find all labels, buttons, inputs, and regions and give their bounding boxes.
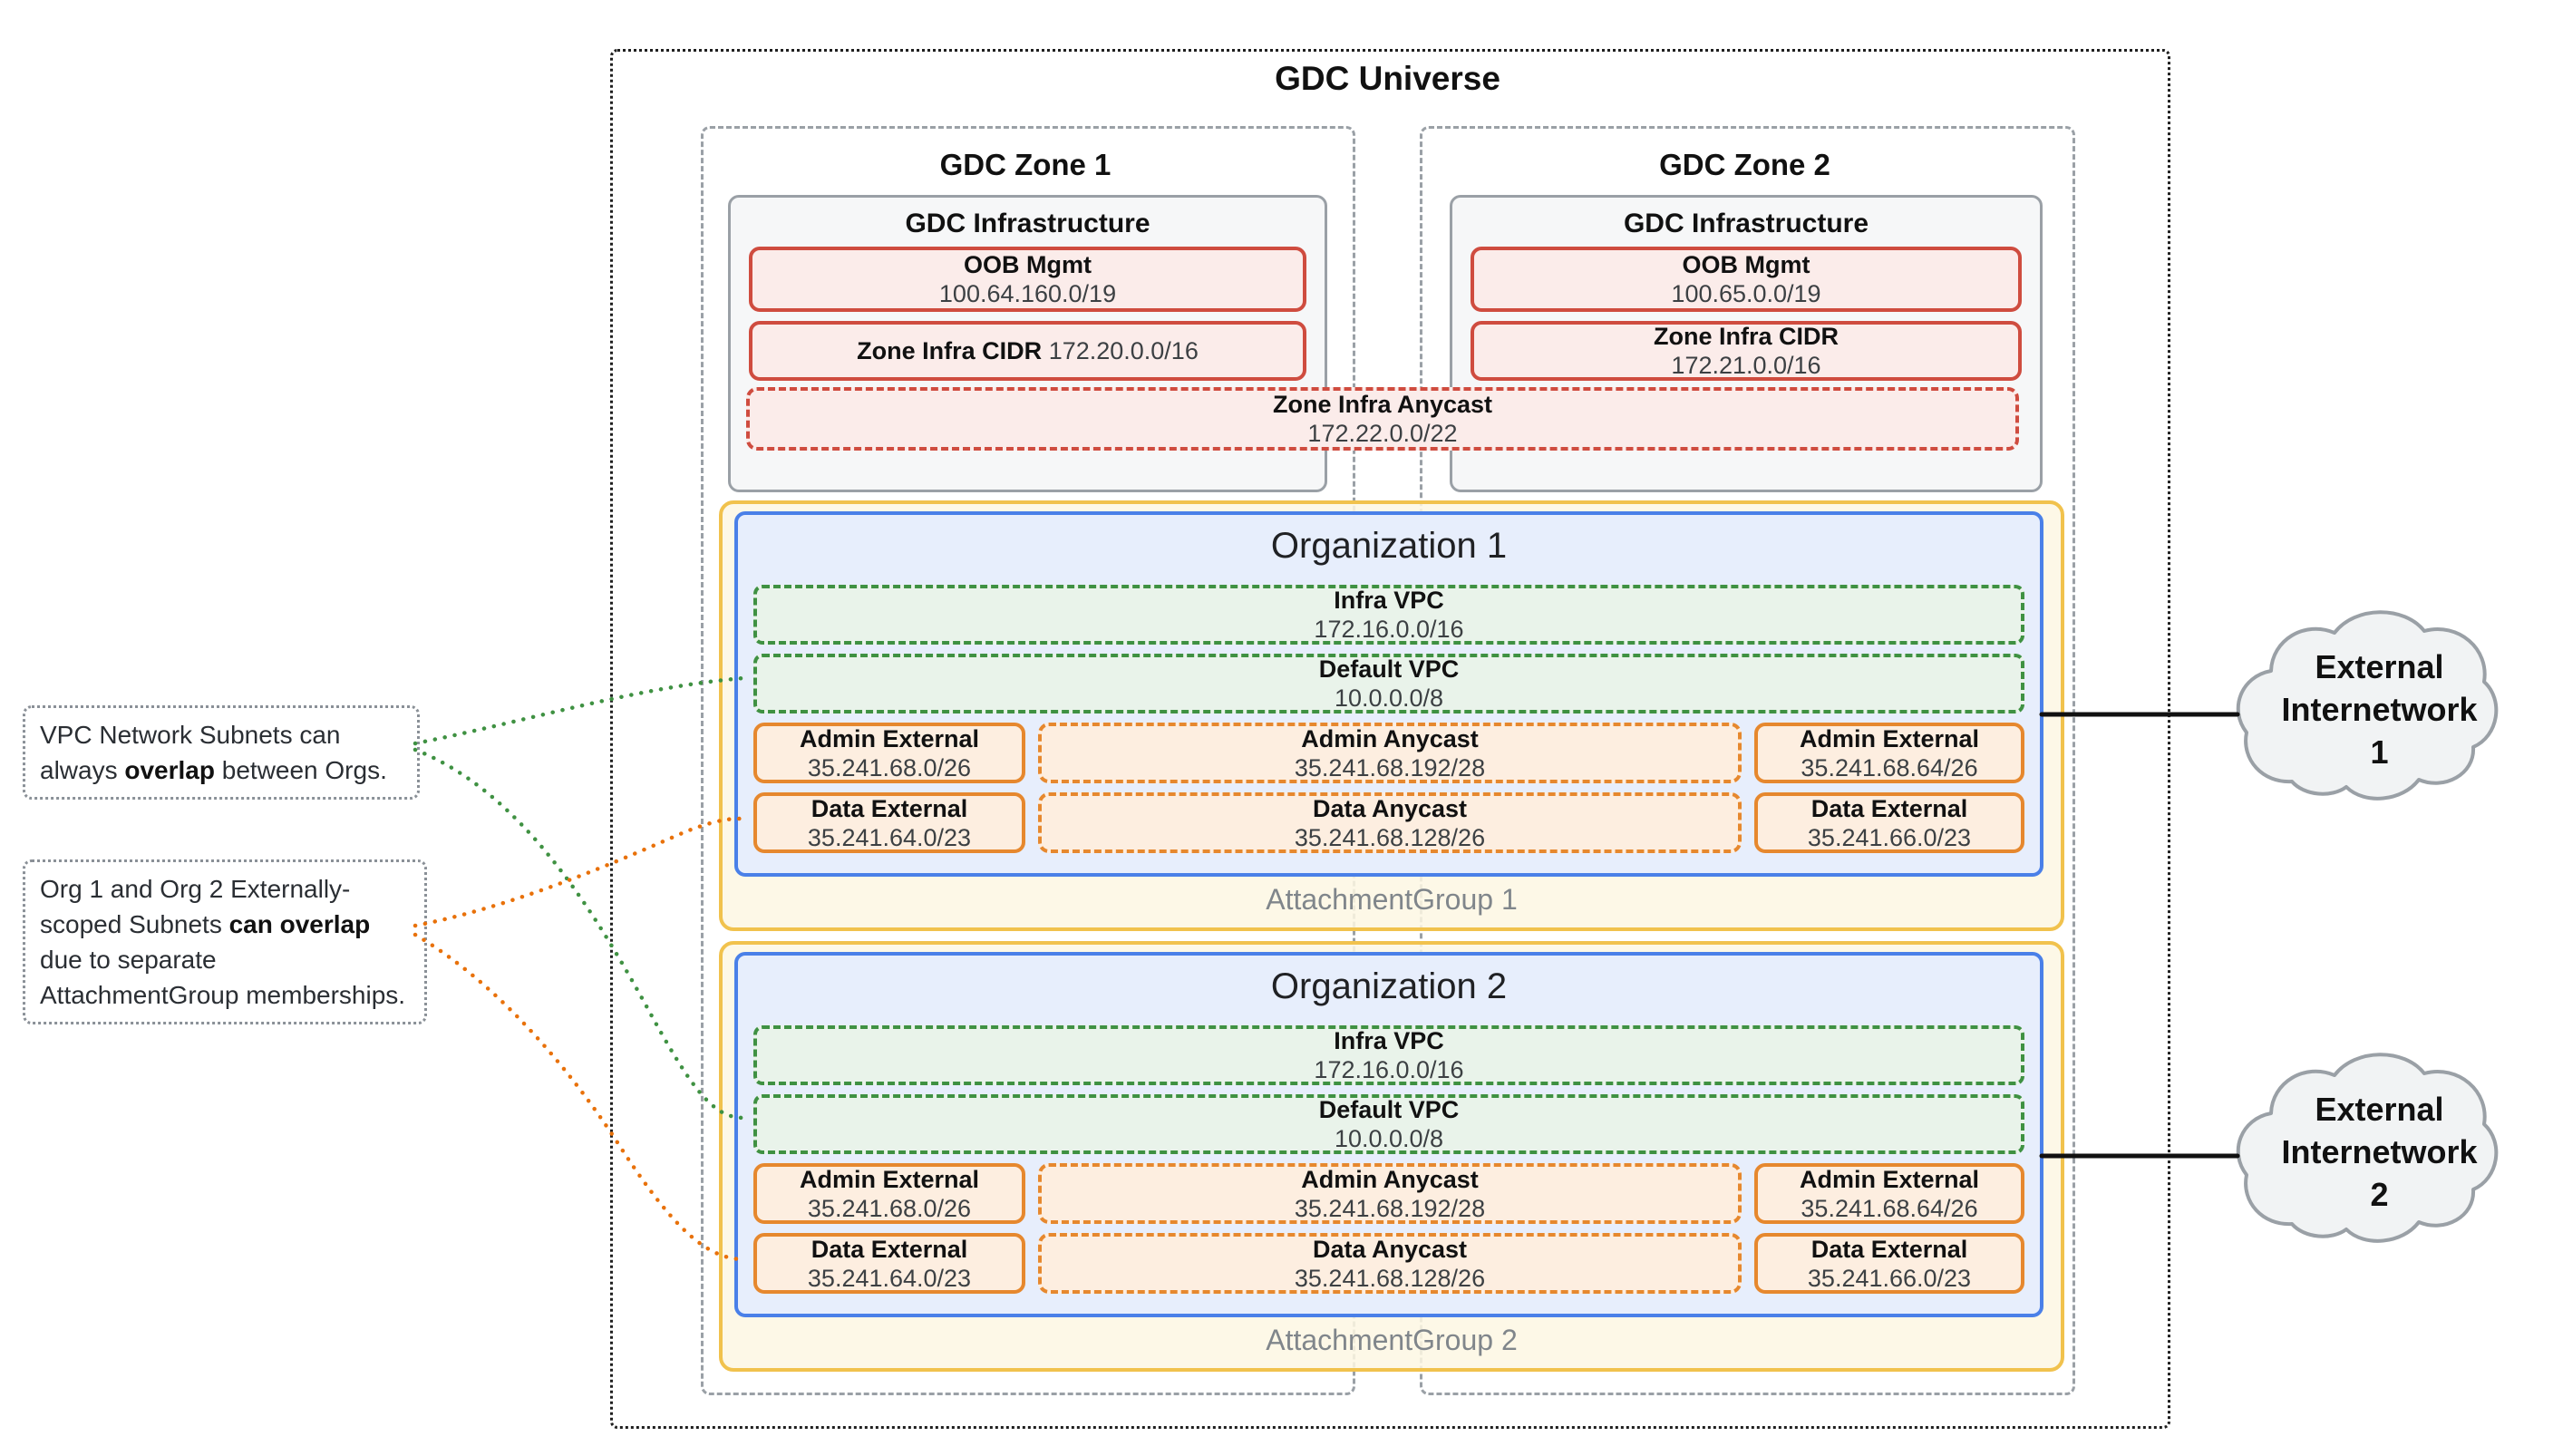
- organization-1-title: Organization 1: [1270, 526, 1508, 566]
- data-anycast-box: Data Anycast 35.241.68.128/26: [1038, 1233, 1742, 1294]
- subnet-label: Admin Anycast: [1301, 724, 1479, 752]
- default-vpc-label: Default VPC: [1318, 1096, 1460, 1123]
- external-internetwork-1: External Internetwork 1: [2228, 600, 2505, 818]
- zone-infra-anycast-label: Zone Infra Anycast: [1272, 391, 1493, 418]
- subnet-label: Data External: [811, 794, 968, 822]
- subnet-label: Data External: [1810, 1235, 1968, 1263]
- data-anycast-box: Data Anycast 35.241.68.128/26: [1038, 792, 1742, 853]
- default-vpc-cidr: 10.0.0.0/8: [1334, 1125, 1444, 1152]
- attachment-group-2: Organization 2 Infra VPC 172.16.0.0/16 D…: [719, 941, 2064, 1372]
- subnet-label: Admin External: [799, 724, 980, 752]
- infra-vpc-label: Infra VPC: [1334, 587, 1444, 614]
- oob-mgmt-cidr: 100.65.0.0/19: [1671, 280, 1821, 307]
- oob-mgmt-box-zone1: OOB Mgmt 100.64.160.0/19: [749, 247, 1306, 312]
- admin-external-right-box: Admin External 35.241.68.64/26: [1754, 723, 2024, 783]
- admin-anycast-box: Admin Anycast 35.241.68.192/28: [1038, 1163, 1742, 1224]
- organization-2-title: Organization 2: [1270, 966, 1508, 1006]
- infra-vpc-cidr: 172.16.0.0/16: [1314, 616, 1464, 643]
- subnet-cidr: 35.241.68.64/26: [1801, 753, 1978, 781]
- oob-mgmt-label: OOB Mgmt: [964, 251, 1092, 278]
- subnet-label: Data External: [1810, 794, 1968, 822]
- infra-vpc-label: Infra VPC: [1334, 1027, 1444, 1054]
- zone-infra-cidr-label: Zone Infra CIDR: [857, 337, 1043, 364]
- subnet-cidr: 35.241.68.0/26: [807, 1194, 972, 1222]
- admin-external-left-box: Admin External 35.241.68.0/26: [753, 723, 1025, 783]
- attachment-group-1: Organization 1 Infra VPC 172.16.0.0/16 D…: [719, 500, 2064, 931]
- subnet-cidr: 35.241.64.0/23: [807, 823, 972, 851]
- zone-infra-anycast-cidr: 172.22.0.0/22: [1307, 420, 1458, 447]
- note-vpc-overlap: VPC Network Subnets can always overlap b…: [23, 705, 420, 800]
- zone-infra-cidr-value: 172.21.0.0/16: [1671, 352, 1821, 379]
- zone-2-title: GDC Zone 2: [1659, 148, 1830, 181]
- data-external-right-box: Data External 35.241.66.0/23: [1754, 1233, 2024, 1294]
- infrastructure-title: GDC Infrastructure: [905, 209, 1150, 238]
- zone-infra-cidr-box-zone2: Zone Infra CIDR 172.21.0.0/16: [1471, 321, 2022, 381]
- subnet-cidr: 35.241.68.192/28: [1294, 753, 1486, 781]
- data-external-left-box: Data External 35.241.64.0/23: [753, 792, 1025, 853]
- attachment-group-2-label: AttachmentGroup 2: [1266, 1324, 1518, 1356]
- organization-1-box: Organization 1 Infra VPC 172.16.0.0/16 D…: [734, 511, 2043, 877]
- zone-infra-cidr-box-zone1: Zone Infra CIDR 172.20.0.0/16: [749, 321, 1306, 381]
- external-internetwork-2: External Internetwork 2: [2228, 1043, 2505, 1260]
- cloud-icon: [2236, 1053, 2499, 1243]
- data-external-right-box: Data External 35.241.66.0/23: [1754, 792, 2024, 853]
- subnet-cidr: 35.241.66.0/23: [1807, 1264, 1972, 1292]
- default-vpc-box: Default VPC 10.0.0.0/8: [753, 654, 2024, 713]
- default-vpc-label: Default VPC: [1318, 655, 1460, 683]
- oob-mgmt-label: OOB Mgmt: [1682, 251, 1810, 278]
- subnet-cidr: 35.241.64.0/23: [807, 1264, 972, 1292]
- default-vpc-box: Default VPC 10.0.0.0/8: [753, 1094, 2024, 1154]
- infra-vpc-cidr: 172.16.0.0/16: [1314, 1056, 1464, 1083]
- organization-2-box: Organization 2 Infra VPC 172.16.0.0/16 D…: [734, 952, 2043, 1317]
- universe-title: GDC Universe: [1275, 60, 1500, 97]
- oob-mgmt-cidr: 100.64.160.0/19: [938, 280, 1117, 307]
- admin-external-left-box: Admin External 35.241.68.0/26: [753, 1163, 1025, 1224]
- subnet-label: Admin External: [1799, 724, 1980, 752]
- subnet-cidr: 35.241.68.64/26: [1801, 1194, 1978, 1222]
- zone-infra-anycast-box: Zone Infra Anycast 172.22.0.0/22: [746, 387, 2019, 451]
- subnet-cidr: 35.241.68.0/26: [807, 753, 972, 781]
- subnet-cidr: 35.241.66.0/23: [1807, 823, 1972, 851]
- subnet-cidr: 35.241.68.128/26: [1294, 823, 1486, 851]
- zone-1-title: GDC Zone 1: [939, 148, 1111, 181]
- cloud-1-label: External Internetwork 1: [2281, 647, 2478, 771]
- cloud-icon: [2236, 610, 2499, 801]
- infrastructure-title: GDC Infrastructure: [1623, 209, 1869, 238]
- subnet-label: Data Anycast: [1312, 1235, 1468, 1263]
- subnet-label: Admin External: [1799, 1165, 1980, 1193]
- subnet-cidr: 35.241.68.192/28: [1294, 1194, 1486, 1222]
- zone-infra-cidr-value: 172.20.0.0/16: [1048, 337, 1199, 364]
- infra-vpc-box: Infra VPC 172.16.0.0/16: [753, 585, 2024, 645]
- subnet-label: Admin External: [799, 1165, 980, 1193]
- oob-mgmt-box-zone2: OOB Mgmt 100.65.0.0/19: [1471, 247, 2022, 312]
- subnet-label: Data External: [811, 1235, 968, 1263]
- infrastructure-box-zone1: GDC Infrastructure OOB Mgmt 100.64.160.0…: [728, 195, 1327, 492]
- zone-infra-cidr-label: Zone Infra CIDR: [1653, 323, 1839, 350]
- subnet-label: Admin Anycast: [1301, 1165, 1479, 1193]
- infra-vpc-box: Infra VPC 172.16.0.0/16: [753, 1025, 2024, 1085]
- data-external-left-box: Data External 35.241.64.0/23: [753, 1233, 1025, 1294]
- note-external-overlap: Org 1 and Org 2 Externally-scoped Subnet…: [23, 859, 427, 1024]
- admin-external-right-box: Admin External 35.241.68.64/26: [1754, 1163, 2024, 1224]
- attachment-group-1-label: AttachmentGroup 1: [1266, 883, 1518, 916]
- subnet-cidr: 35.241.68.128/26: [1294, 1264, 1486, 1292]
- cloud-2-label: External Internetwork 2: [2281, 1090, 2478, 1213]
- subnet-label: Data Anycast: [1312, 794, 1468, 822]
- default-vpc-cidr: 10.0.0.0/8: [1334, 684, 1444, 712]
- admin-anycast-box: Admin Anycast 35.241.68.192/28: [1038, 723, 1742, 783]
